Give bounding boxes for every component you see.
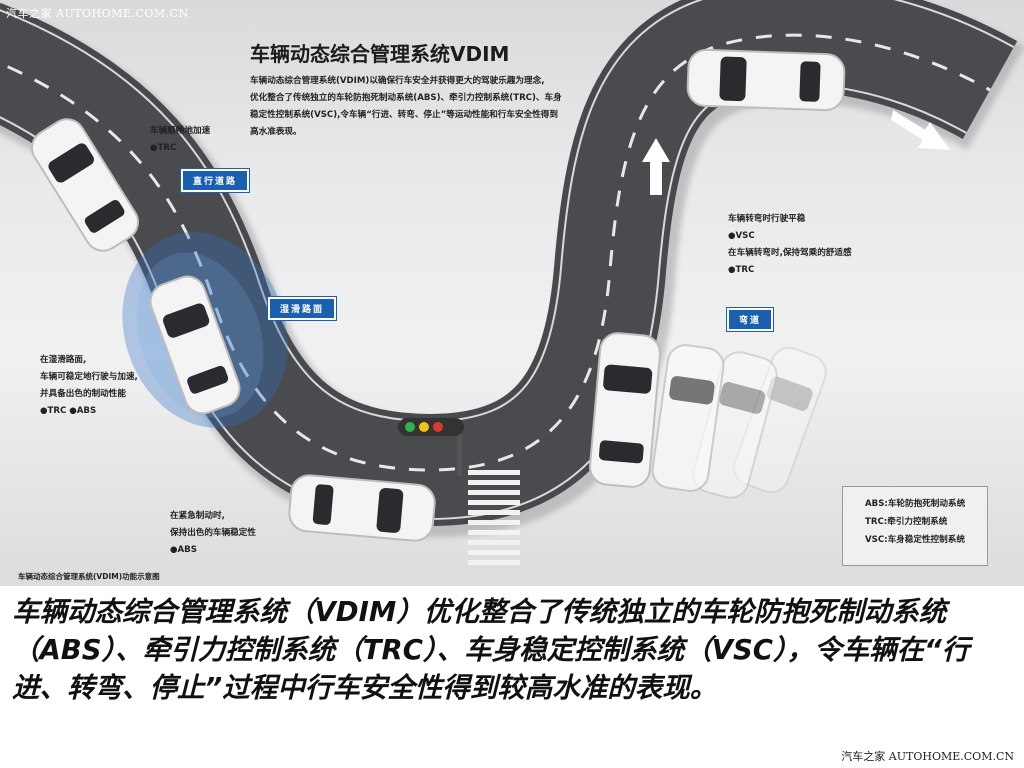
road-illustration: [0, 0, 1024, 565]
car-icon: [288, 474, 436, 542]
watermark-bottom: 汽车之家 AUTOHOME.COM.CN: [841, 750, 1014, 763]
car-icon: [733, 346, 827, 494]
abbreviation-legend: ABS:车轮防抱死制动系统 TRC:牵引力控制系统 VSC:车身稳定性控制系统: [842, 486, 988, 566]
slippery-road-tag: 湿滑路面: [268, 297, 337, 320]
straight-road-tag: 直行道路: [181, 169, 250, 192]
caption-text: 车辆动态综合管理系统（VDIM）优化整合了传统独立的车轮防抱死制动系统（ABS）…: [12, 596, 970, 704]
corner-tag: 弯道: [727, 308, 774, 331]
car-icon: [31, 118, 139, 252]
direction-arrow-icon: [891, 110, 950, 150]
traffic-light-icon: [398, 418, 464, 476]
watermark-top: 汽车之家 AUTOHOME.COM.CN: [6, 7, 189, 20]
legend-item-trc: TRC:牵引力控制系统: [865, 517, 948, 527]
straight-note: 车辆顺畅地加速 ●TRC: [150, 126, 211, 153]
car-icon: [686, 48, 846, 112]
legend-item-vsc: VSC:车身稳定性控制系统: [865, 535, 965, 545]
car-icon: [588, 332, 662, 488]
car-icon: [149, 275, 241, 415]
car-icon: [651, 344, 725, 492]
corner-note: 车辆转弯时行驶平稳 ●VSC 在车辆转弯时,保持驾乘的舒适感 ●TRC: [728, 214, 852, 275]
diagram-title: 车辆动态综合管理系统VDIM: [250, 42, 510, 66]
slippery-note: 在湿滑路面, 车辆可稳定地行驶与加速, 并具备出色的制动性能 ●TRC ●ABS: [40, 355, 138, 416]
vdim-diagram: 汽车之家 AUTOHOME.COM.CN 车辆动态综合管理系统VDIM 车辆动态…: [0, 0, 1024, 586]
crosswalk: [468, 470, 520, 565]
figure-caption: 车辆动态综合管理系统(VDIM)功能示意图: [18, 572, 160, 581]
intro-text: 车辆动态综合管理系统(VDIM)以确保行车安全并获得更大的驾驶乐趣为理念, 优化…: [250, 76, 562, 137]
direction-arrow-icon: [642, 138, 670, 195]
legend-item-abs: ABS:车轮防抱死制动系统: [865, 499, 966, 509]
braking-note: 在紧急制动时, 保持出色的车辆稳定性 ●ABS: [170, 511, 256, 555]
